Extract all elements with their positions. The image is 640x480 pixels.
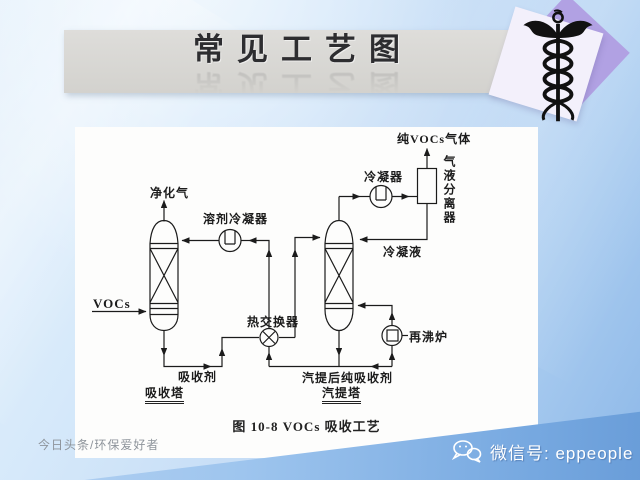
diagram-panel: 净化气 溶剂冷凝器 VOCs 热交换器 吸收剂 吸收塔 汽提后纯吸收剂 汽提塔 …: [75, 127, 538, 458]
label-pure-vocs-gas: 纯VOCs气体: [397, 132, 472, 146]
label-reboiler: 再沸炉: [409, 330, 449, 344]
gas-liquid-separator-symbol: [416, 167, 438, 205]
label-purified-gas: 净化气: [150, 186, 190, 200]
label-stripped-pure-absorbent: 汽提后纯吸收剂: [302, 371, 394, 385]
slide-title-reflection: 常见工艺图: [193, 68, 413, 103]
label-absorbent: 吸收剂: [178, 370, 218, 384]
heat-exchanger-symbol: [259, 327, 279, 348]
credit-text: 今日头条/环保爱好者: [38, 438, 160, 452]
solvent-condenser-symbol: [218, 228, 242, 253]
label-gas-liquid-separator: 气液分离器: [442, 155, 456, 225]
process-flow-diagram: [92, 148, 438, 370]
reboiler-symbol: [381, 324, 408, 347]
logo: [478, 0, 640, 140]
label-heat-exchanger: 热交换器: [247, 315, 300, 329]
label-stripper-tower: 汽提塔: [322, 384, 362, 404]
stripper-column: [324, 219, 354, 332]
label-solvent-condenser: 溶剂冷凝器: [203, 212, 269, 226]
wechat-id-text: 微信号: eppeople: [490, 443, 634, 463]
absorber-column: [149, 219, 179, 332]
figure-caption: 图 10-8 VOCs 吸收工艺: [232, 419, 381, 434]
label-condensate: 冷凝液: [383, 245, 423, 259]
label-condenser: 冷凝器: [364, 170, 404, 184]
wechat-icon: [452, 440, 482, 463]
label-vocs-feed: VOCs: [93, 296, 131, 311]
wechat-badge: 微信号: eppeople: [452, 438, 633, 464]
slide-title: 常见工艺图: [193, 32, 413, 67]
process-pipes: [92, 148, 431, 370]
condenser-symbol: [369, 184, 393, 209]
caduceus-icon: [523, 9, 593, 122]
label-absorber-tower: 吸收塔: [145, 384, 185, 404]
title-banner: 常见工艺图 常见工艺图: [64, 30, 516, 103]
